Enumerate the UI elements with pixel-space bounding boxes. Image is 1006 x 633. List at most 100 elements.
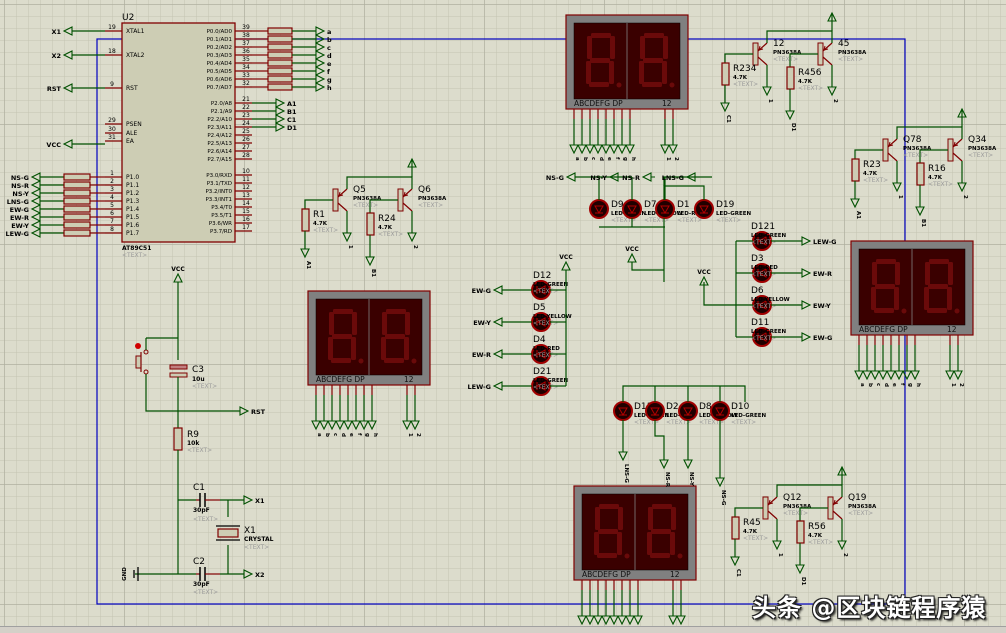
resistor-body[interactable]: [63, 213, 91, 221]
segment-d: [597, 553, 617, 558]
mcu-pin-p14[interactable]: 5P1.4: [105, 202, 139, 213]
resistor-body[interactable]: [786, 66, 795, 90]
resistor-body[interactable]: [267, 51, 293, 59]
r9-body[interactable]: [173, 427, 183, 451]
resistor-body[interactable]: [63, 229, 91, 237]
resistor-body[interactable]: [63, 205, 91, 213]
driver-q78-q34[interactable]: Q78PN3638A<TEXT>Q34PN3638A<TEXT>R234.7K<…: [850, 107, 997, 227]
resistor-body[interactable]: [267, 75, 293, 83]
resistor-body[interactable]: [366, 212, 375, 236]
led-group-east[interactable]: D121LED-GREEN<TEXT>LEW-GD3LED-RED<TEXT>E…: [697, 222, 837, 347]
mcu-pin-p12[interactable]: 3P1.2: [105, 186, 139, 197]
led-body-icon[interactable]: [655, 199, 675, 219]
led-type-label: LED-GREEN: [533, 378, 568, 384]
resistor-body[interactable]: [721, 62, 730, 86]
resistor-body[interactable]: [267, 83, 293, 91]
resistor-body[interactable]: [916, 162, 925, 186]
led-body-icon[interactable]: [613, 401, 633, 421]
mcu-pin-p10[interactable]: 1P1.0: [105, 170, 139, 181]
resistor-body[interactable]: [63, 181, 91, 189]
resistor-body[interactable]: [301, 208, 310, 232]
resistor-body[interactable]: [63, 197, 91, 205]
led-body-icon[interactable]: [622, 199, 642, 219]
resistor-body[interactable]: [63, 173, 91, 181]
resistor-body[interactable]: [267, 35, 293, 43]
resistor-body[interactable]: [267, 59, 293, 67]
resistor-body[interactable]: [267, 67, 293, 75]
mcu-at89c51[interactable]: U2AT89C51<TEXT>19XTAL118XTAL29RST29PSEN3…: [6, 13, 333, 259]
driver-12-45[interactable]: 12PN3638A<TEXT>45PN3638A<TEXT>R2344.7K<T…: [720, 11, 867, 132]
mcu-pin-p17[interactable]: 8P1.7: [105, 226, 139, 237]
mcu-pin-p16[interactable]: 7P1.6: [105, 218, 139, 229]
led-body-icon[interactable]: [678, 401, 698, 421]
driver-q5-q6[interactable]: Q5PN3638A<TEXT>Q6PN3638A<TEXT>R14.7K<TEX…: [300, 157, 447, 277]
mcu-pin-p13[interactable]: 4P1.3: [105, 194, 139, 205]
reset-clock-circuit[interactable]: VCCC310u<TEXT>RSTR910k<TEXT>C130pF<TEXT>…: [122, 266, 274, 596]
driver-q12-q19[interactable]: Q12PN3638A<TEXT>Q19PN3638A<TEXT>R454.7K<…: [730, 465, 877, 586]
resistor-body[interactable]: [63, 189, 91, 197]
led-body-icon[interactable]: [589, 199, 609, 219]
reset-switch[interactable]: [135, 343, 149, 375]
led-body-icon[interactable]: [694, 199, 714, 219]
mcu-pin-p15[interactable]: 6P1.5: [105, 210, 139, 221]
led-group-north[interactable]: D9LED-GREEN<TEXT>D7LED-YELLOW<TEXT>D1LED…: [546, 172, 752, 282]
led-group-west[interactable]: D12LED-GREEN<TEXT>EW-GD5LED-YELLOW<TEXT>…: [468, 254, 574, 396]
resistor-body[interactable]: [267, 27, 293, 35]
led-body-icon[interactable]: [710, 401, 730, 421]
resistor-body[interactable]: [851, 158, 860, 182]
crystal-body[interactable]: [217, 528, 239, 538]
led-group-south[interactable]: D11LED-GREEN<TEXT>D2LED-RED<TEXT>D8LED-Y…: [613, 385, 766, 506]
resistor-body[interactable]: [796, 520, 805, 544]
led-body-icon[interactable]: [645, 401, 665, 421]
resistor-body[interactable]: [731, 516, 740, 540]
resistor-body[interactable]: [63, 221, 91, 229]
segment-e: [639, 61, 644, 84]
mcu-pin-p11[interactable]: 2P1.1: [105, 178, 139, 189]
resistor-body[interactable]: [267, 43, 293, 51]
